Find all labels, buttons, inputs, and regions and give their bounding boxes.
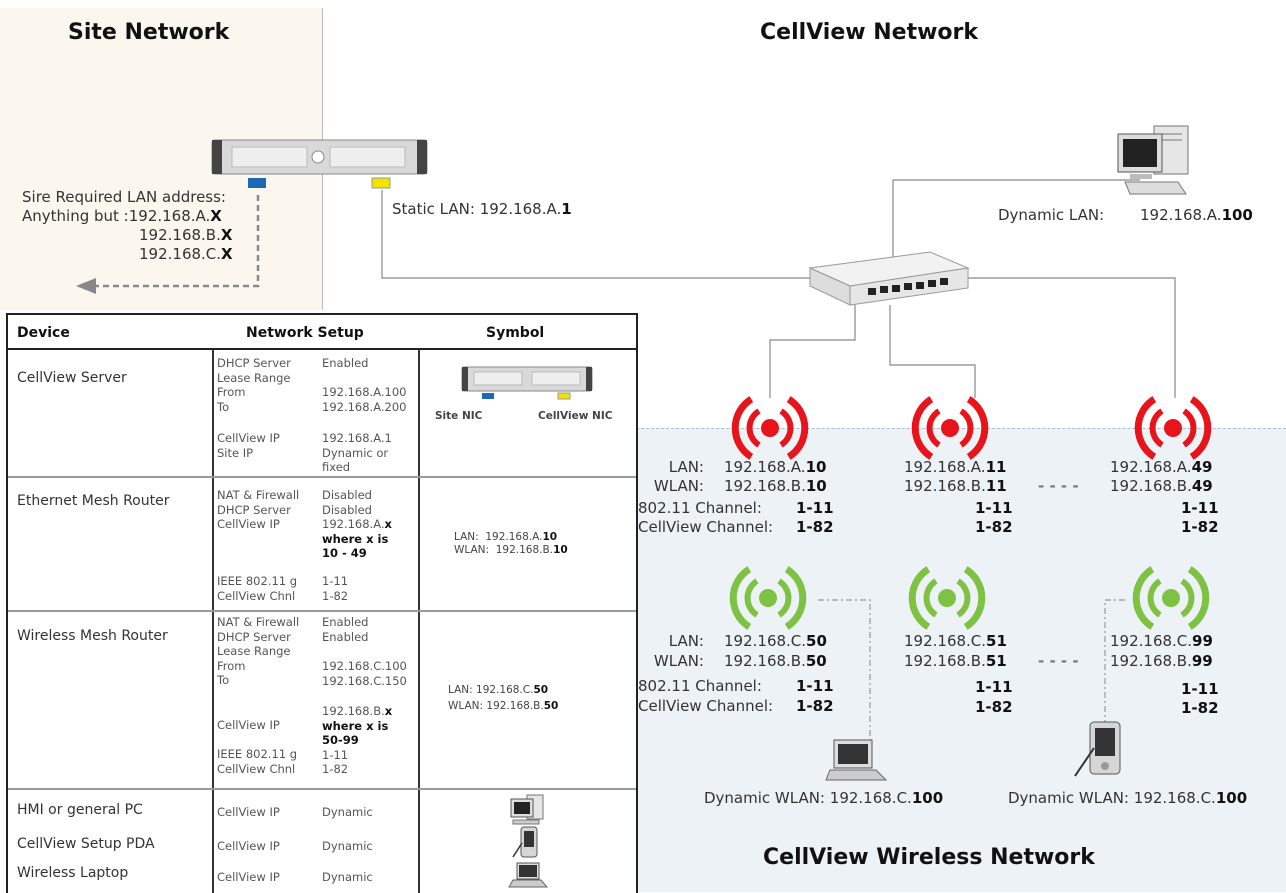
wireless-router-3-icon xyxy=(1132,566,1210,630)
switch-icon xyxy=(808,251,970,306)
ethernet-router-2-icon xyxy=(911,396,989,460)
eth-router-ellipsis: - - - - xyxy=(1038,477,1079,495)
server-icon xyxy=(211,139,428,189)
eth-router-3-wlan: 192.168.B.49 xyxy=(1110,477,1213,495)
eth-80211-label: 802.11 Channel: xyxy=(638,499,762,517)
eth-router-2-wlan: 192.168.B.11 xyxy=(904,477,1007,495)
switch-router1-link xyxy=(769,305,856,398)
wl-router-1-80211: 1-11 xyxy=(796,677,834,695)
wl-router-2-wlan: 192.168.B.51 xyxy=(904,652,1007,670)
pda-icon xyxy=(1074,721,1121,777)
table-pc-icon xyxy=(510,794,544,825)
table-server-icon xyxy=(461,366,593,400)
router-laptop-link xyxy=(818,599,871,740)
table-eth-lan: LAN: 192.168.A.10 xyxy=(454,531,558,543)
laptop-icon xyxy=(825,739,888,781)
server-setup-values: Enabled xyxy=(322,356,369,370)
wl-cellview-ch-label: CellView Channel: xyxy=(638,697,774,715)
site-nic-label: Site NIC xyxy=(435,410,483,422)
site-address-a: Anything but :192.168.A.X xyxy=(22,207,222,225)
ethernet-router-1-icon xyxy=(731,396,809,460)
table-wl-lan: LAN: 192.168.C.50 xyxy=(448,684,549,696)
server-switch-link xyxy=(381,190,812,279)
wireless-router-2-icon xyxy=(908,566,986,630)
wl-router-3-80211: 1-11 xyxy=(1181,680,1219,698)
table-eth-wlan: WLAN: 192.168.B.10 xyxy=(454,544,568,556)
wl-router-1-wlan: 192.168.B.50 xyxy=(724,652,827,670)
cellview-nic-label: CellView NIC xyxy=(538,410,613,422)
table-client-icons xyxy=(508,794,549,888)
wl-router-3-wlan: 192.168.B.99 xyxy=(1110,652,1213,670)
pc-dynamic-lan-value: 192.168.A.100 xyxy=(1140,206,1253,224)
site-required-label: Sire Required LAN address: xyxy=(22,188,226,206)
cellview-network-title: CellView Network xyxy=(760,20,979,45)
switch-router3-link xyxy=(968,277,1176,398)
wl-router-2-80211: 1-11 xyxy=(975,678,1013,696)
wl-lan-label: LAN: xyxy=(668,632,704,650)
eth-router-3-lan: 192.168.A.49 xyxy=(1110,458,1213,476)
site-address-b: 192.168.B.X xyxy=(139,226,233,244)
eth-router-2-cellview-ch: 1-82 xyxy=(975,518,1013,536)
switch-router2-link xyxy=(889,305,976,398)
wl-router-ellipsis: - - - - xyxy=(1038,652,1079,670)
eth-lan-label: LAN: xyxy=(668,458,704,476)
desktop-pc-icon xyxy=(1117,125,1189,195)
wl-router-2-lan: 192.168.C.51 xyxy=(904,632,1007,650)
row-wireless-laptop: Wireless Laptop xyxy=(17,865,129,881)
wl-router-1-lan: 192.168.C.50 xyxy=(724,632,827,650)
device-setup-table: Device Network Setup Symbol CellView Ser… xyxy=(6,313,638,893)
wireless-router-1-icon xyxy=(729,566,807,630)
switch-pc-link xyxy=(892,179,1140,260)
wireless-network-zone xyxy=(636,428,1286,892)
eth-router-1-80211: 1-11 xyxy=(796,499,834,517)
eth-router-3-80211: 1-11 xyxy=(1181,499,1219,517)
laptop-dynamic-wlan: Dynamic WLAN: 192.168.C.100 xyxy=(704,789,944,807)
eth-router-3-cellview-ch: 1-82 xyxy=(1181,518,1219,536)
header-symbol: Symbol xyxy=(486,325,545,341)
router-pda-link xyxy=(1104,599,1125,722)
eth-wlan-label: WLAN: xyxy=(653,477,704,495)
wl-router-3-cellview-ch: 1-82 xyxy=(1181,699,1219,717)
site-address-c: 192.168.C.X xyxy=(139,245,233,263)
arrow-left-icon xyxy=(76,278,96,294)
eth-router-1-wlan: 192.168.B.10 xyxy=(724,477,827,495)
wireless-network-title: CellView Wireless Network xyxy=(763,845,1095,870)
row-hmi-pc: HMI or general PC xyxy=(17,802,143,818)
eth-router-2-lan: 192.168.A.11 xyxy=(904,458,1007,476)
eth-router-1-cellview-ch: 1-82 xyxy=(796,518,834,536)
row-cellview-server: CellView Server xyxy=(17,370,127,386)
row-setup-pda: CellView Setup PDA xyxy=(17,836,155,852)
eth-router-1-lan: 192.168.A.10 xyxy=(724,458,827,476)
table-laptop-icon xyxy=(508,862,549,888)
header-network-setup: Network Setup xyxy=(246,325,364,341)
eth-cellview-ch-label: CellView Channel: xyxy=(638,518,774,536)
site-network-title: Site Network xyxy=(68,20,230,45)
row-wireless-mesh-router: Wireless Mesh Router xyxy=(17,628,168,644)
wl-router-1-cellview-ch: 1-82 xyxy=(796,697,834,715)
eth-router-2-80211: 1-11 xyxy=(975,499,1013,517)
header-device: Device xyxy=(17,325,70,341)
wl-80211-label: 802.11 Channel: xyxy=(638,677,762,695)
table-pda-icon xyxy=(512,826,538,858)
pda-dynamic-wlan: Dynamic WLAN: 192.168.C.100 xyxy=(1008,789,1248,807)
server-static-lan: Static LAN: 192.168.A.1 xyxy=(392,200,572,218)
table-wl-wlan: WLAN: 192.168.B.50 xyxy=(448,700,559,712)
ethernet-router-3-icon xyxy=(1134,396,1212,460)
wl-router-2-cellview-ch: 1-82 xyxy=(975,698,1013,716)
wl-wlan-label: WLAN: xyxy=(653,652,704,670)
pc-dynamic-lan-label: Dynamic LAN: xyxy=(998,206,1105,224)
site-dashed-link xyxy=(90,195,260,288)
row-ethernet-mesh-router: Ethernet Mesh Router xyxy=(17,493,170,509)
wl-router-3-lan: 192.168.C.99 xyxy=(1110,632,1213,650)
